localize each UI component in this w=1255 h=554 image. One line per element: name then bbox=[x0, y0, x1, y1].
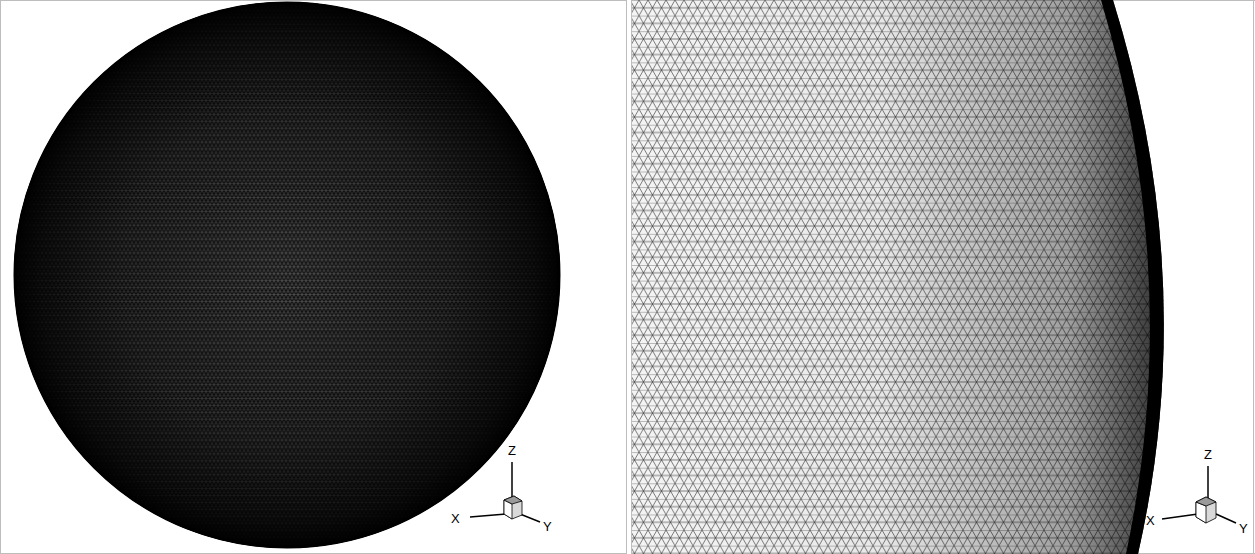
axis-label: Y bbox=[543, 520, 552, 533]
axis-label: Z bbox=[1204, 448, 1212, 461]
axis-label: X bbox=[1146, 514, 1155, 527]
axis-label: X bbox=[451, 512, 460, 525]
axis-label: Z bbox=[508, 444, 516, 457]
axis-label: Y bbox=[1239, 522, 1248, 535]
